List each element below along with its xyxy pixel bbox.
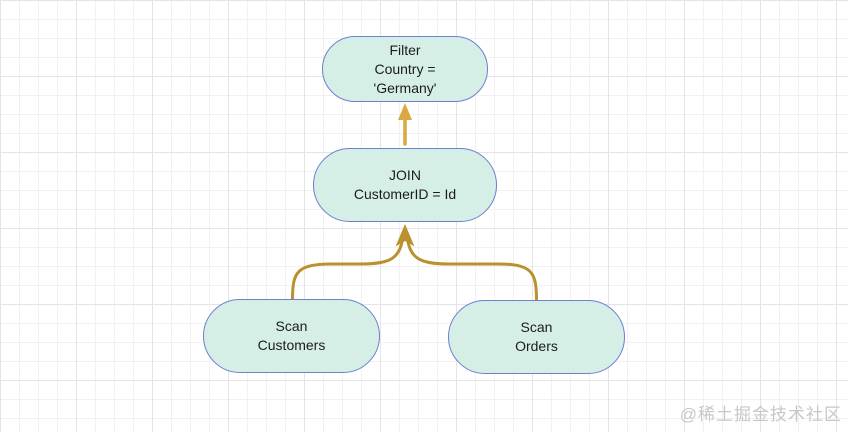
arrowhead-scans-to-join — [395, 224, 415, 247]
node-filter-line: 'Germany' — [373, 79, 437, 96]
node-join-line: JOIN — [389, 167, 421, 183]
node-join-line: CustomerID = Id — [353, 186, 457, 202]
node-join: JOIN CustomerID = Id — [313, 148, 497, 222]
node-filter-line: Filter — [389, 41, 421, 58]
node-scan-customers-line: Scan — [275, 318, 308, 334]
edge-scan-orders-to-join — [405, 235, 538, 302]
node-filter: Filter Country = 'Germany' — [322, 36, 488, 102]
node-filter-line: Country = — [374, 60, 436, 77]
node-scan-customers-line: Customers — [257, 337, 326, 353]
node-scan-orders-line: Scan — [520, 319, 553, 335]
edge-scan-customers-to-join — [291, 235, 405, 301]
node-scan-customers: Scan Customers — [203, 299, 380, 373]
arrowhead-join-to-filter — [398, 103, 412, 120]
node-scan-orders: Scan Orders — [448, 300, 625, 374]
node-scan-orders-line: Orders — [515, 338, 558, 354]
watermark: @稀土掘金技术社区 — [679, 405, 842, 424]
